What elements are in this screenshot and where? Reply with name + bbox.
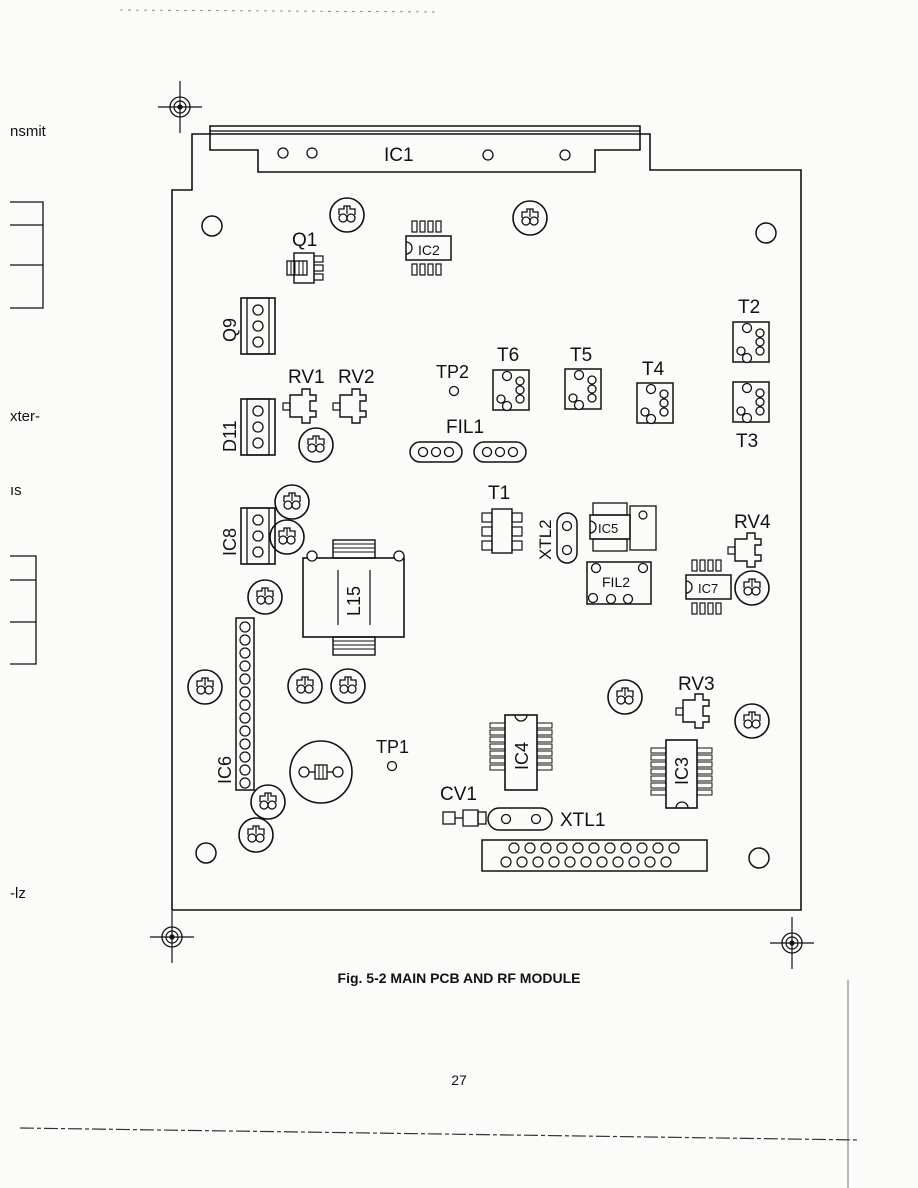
- label-ic5: IC5: [598, 521, 618, 536]
- label-ic8: IC8: [220, 528, 240, 556]
- label-ic7: IC7: [698, 581, 718, 596]
- label-rv2: RV2: [338, 367, 375, 388]
- label-xtl1: XTL1: [560, 810, 605, 831]
- registration-mark-icon: [149, 910, 195, 964]
- label-ic4: IC4: [512, 742, 532, 770]
- label-xtl2: XTL2: [536, 519, 555, 560]
- rv4-trimmer: [727, 532, 762, 568]
- t5-coil: [564, 368, 602, 411]
- t4-coil: [636, 382, 674, 425]
- large-capacitor: [289, 740, 353, 804]
- t1-transformer: [481, 508, 523, 554]
- transistor-icon: [274, 484, 310, 520]
- transistor-icon: [734, 570, 770, 606]
- transistor-icon: [287, 668, 323, 704]
- label-fil2: FIL2: [602, 574, 630, 590]
- tp2-pad: [448, 385, 460, 397]
- edge-connector: [481, 839, 708, 872]
- transistor-icon: [187, 669, 223, 705]
- d11-regulator: [240, 398, 276, 456]
- label-d11: D11: [220, 420, 240, 452]
- transistor-icon: [734, 703, 770, 739]
- transistor-icon: [238, 817, 274, 853]
- label-cv1: CV1: [440, 784, 477, 805]
- ic6-connector: [235, 617, 255, 791]
- label-ic3: IC3: [672, 757, 692, 785]
- label-l15: L15: [344, 586, 364, 616]
- label-rv3: RV3: [678, 674, 715, 695]
- l15-inductor: [302, 539, 405, 656]
- label-t4: T4: [642, 359, 665, 380]
- ic3-chip: [650, 739, 713, 809]
- label-t1: T1: [488, 483, 510, 504]
- rv1-trimmer: [282, 388, 317, 424]
- label-rv1: RV1: [288, 367, 325, 388]
- fil2-filter: [586, 561, 652, 605]
- fil1-filter: [409, 441, 527, 463]
- margin-fragment-2: xter-: [10, 408, 40, 425]
- transistor-icon: [512, 200, 548, 236]
- label-ic6: IC6: [215, 756, 235, 784]
- label-t5: T5: [570, 345, 592, 366]
- ic1-outline: [209, 125, 641, 173]
- figure-caption: Fig. 5-2 MAIN PCB AND RF MODULE: [337, 970, 581, 986]
- registration-mark-icon: [157, 80, 203, 134]
- transistor-icon: [298, 427, 334, 463]
- ic7-body: [685, 574, 732, 600]
- tp1-pad: [386, 760, 398, 772]
- t6-coil: [492, 369, 530, 412]
- page-number: 27: [451, 1072, 467, 1088]
- q9-regulator: [240, 297, 276, 355]
- ic4-chip: [489, 714, 553, 791]
- t2-coil: [732, 321, 770, 364]
- transistor-icon: [330, 668, 366, 704]
- label-tp1: TP1: [376, 737, 409, 757]
- label-fil1: FIL1: [446, 417, 484, 438]
- label-rv4: RV4: [734, 512, 771, 533]
- rv2-trimmer: [332, 388, 367, 424]
- label-tp2: TP2: [436, 362, 469, 382]
- ic2-body: [405, 235, 452, 261]
- label-t2: T2: [738, 297, 760, 318]
- mounting-hole: [195, 842, 217, 864]
- registration-mark-icon: [769, 916, 815, 970]
- label-ic2: IC2: [418, 242, 440, 258]
- mounting-hole: [748, 847, 770, 869]
- mounting-hole: [755, 222, 777, 244]
- margin-fragment-3: ıs: [10, 482, 22, 499]
- mounting-hole: [201, 215, 223, 237]
- rv3-trimmer: [675, 693, 710, 729]
- xtl2-crystal: [556, 512, 578, 564]
- margin-table-lines: [10, 201, 44, 665]
- ic5-body: [589, 502, 657, 552]
- margin-fragment-4: -lz: [10, 885, 26, 902]
- label-t6: T6: [497, 345, 519, 366]
- transistor-icon: [247, 579, 283, 615]
- cv1-trimmer-capacitor: [442, 809, 487, 827]
- transistor-icon: [250, 784, 286, 820]
- label-q1: Q1: [292, 230, 317, 251]
- margin-fragment-1: nsmit: [10, 123, 46, 140]
- label-t3: T3: [736, 431, 758, 452]
- xtl1-crystal: [487, 807, 553, 831]
- transistor-icon: [329, 197, 365, 233]
- q1-transistor: [286, 252, 324, 284]
- label-q9: Q9: [220, 318, 240, 342]
- transistor-icon: [607, 679, 643, 715]
- label-ic1: IC1: [384, 145, 414, 166]
- board-outline: [171, 133, 802, 911]
- t3-coil: [732, 381, 770, 424]
